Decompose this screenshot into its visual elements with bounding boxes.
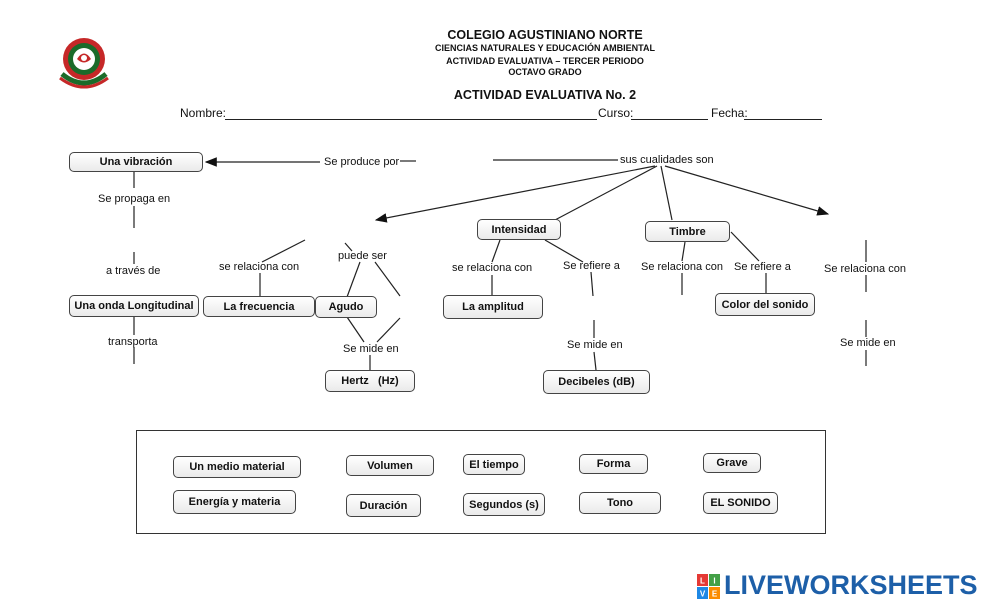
label-through: a través de bbox=[106, 265, 161, 277]
word-seconds[interactable]: Segundos (s) bbox=[463, 493, 545, 516]
course-field[interactable] bbox=[631, 118, 708, 120]
label-measured-1: Se mide en bbox=[343, 343, 399, 355]
grade-name: OCTAVO GRADO bbox=[508, 67, 582, 77]
node-sound-color: Color del sonido bbox=[715, 293, 815, 316]
node-frequency: La frecuencia bbox=[203, 296, 315, 317]
school-logo bbox=[59, 38, 109, 89]
name-field[interactable] bbox=[225, 118, 597, 120]
label-qualities: sus cualidades son bbox=[620, 154, 714, 166]
word-shape[interactable]: Forma bbox=[579, 454, 648, 474]
lw-letter-e: E bbox=[712, 590, 718, 599]
word-medium[interactable]: Un medio material bbox=[173, 456, 301, 478]
word-bank bbox=[136, 430, 826, 534]
label-carries: transporta bbox=[108, 336, 158, 348]
label-relates-4: Se relaciona con bbox=[824, 263, 906, 275]
date-label: Fecha: bbox=[711, 106, 748, 120]
word-low-pitch[interactable]: Grave bbox=[703, 453, 761, 473]
label-measured-3: Se mide en bbox=[840, 337, 896, 349]
name-label: Nombre: bbox=[180, 106, 227, 120]
activity-name: ACTIVIDAD EVALUATIVA – TERCER PERIODO bbox=[446, 56, 644, 66]
label-relates-3: Se relaciona con bbox=[641, 261, 723, 273]
lw-letter-i: I bbox=[713, 577, 715, 586]
label-relates-2: se relaciona con bbox=[452, 262, 533, 274]
word-energy[interactable]: Energía y materia bbox=[173, 490, 296, 514]
node-intensity: Intensidad bbox=[477, 219, 561, 240]
word-tone[interactable]: Tono bbox=[579, 492, 661, 514]
school-name: COLEGIO AGUSTINIANO NORTE bbox=[447, 28, 643, 42]
liveworksheets-wordmark: LIVEWORKSHEETS bbox=[724, 570, 978, 600]
label-produced-by: Se produce por bbox=[324, 156, 400, 168]
node-timbre: Timbre bbox=[645, 221, 730, 242]
label-refers-2: Se refiere a bbox=[734, 261, 791, 273]
label-relates-1: se relaciona con bbox=[219, 261, 300, 273]
lw-letter-l: L bbox=[700, 577, 705, 586]
page-title: ACTIVIDAD EVALUATIVA No. 2 bbox=[453, 88, 637, 102]
node-hertz: Hertz (Hz) bbox=[325, 370, 415, 392]
word-sound[interactable]: EL SONIDO bbox=[703, 492, 778, 514]
node-longitudinal: Una onda Longitudinal bbox=[69, 295, 199, 317]
node-acute: Agudo bbox=[315, 296, 377, 318]
node-vibration: Una vibración bbox=[69, 152, 203, 172]
course-label: Curso: bbox=[598, 106, 634, 120]
lw-letter-v: V bbox=[700, 590, 706, 599]
node-decibels: Decibeles (dB) bbox=[543, 370, 650, 394]
word-volume[interactable]: Volumen bbox=[346, 455, 434, 476]
label-can-be: puede ser bbox=[338, 250, 387, 262]
label-propagates: Se propaga en bbox=[98, 193, 171, 205]
liveworksheets-logo-icon: L I V E bbox=[697, 574, 720, 599]
label-measured-2: Se mide en bbox=[567, 339, 623, 351]
word-time[interactable]: El tiempo bbox=[463, 454, 525, 475]
node-amplitude: La amplitud bbox=[443, 295, 543, 319]
date-field[interactable] bbox=[744, 118, 822, 120]
area-name: CIENCIAS NATURALES Y EDUCACIÓN AMBIENTAL bbox=[434, 43, 655, 53]
word-duration[interactable]: Duración bbox=[346, 494, 421, 517]
label-refers-1: Se refiere a bbox=[563, 260, 620, 272]
